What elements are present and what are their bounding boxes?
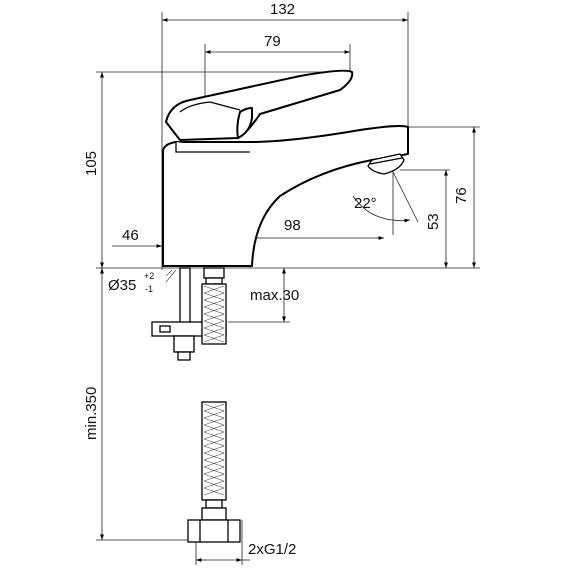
connection-label: 2xG1/2 <box>248 541 296 558</box>
mounting-parts <box>151 267 241 543</box>
nut <box>173 335 195 353</box>
max-thickness-label: max.30 <box>250 287 299 304</box>
hose-braid-pattern <box>203 285 225 496</box>
dimension-labels: 132 79 105 46 98 76 53 22° Ø35 +2 -1 max… <box>83 1 470 558</box>
dim-76-label: 76 <box>453 187 470 204</box>
angle-label: 22° <box>354 195 377 212</box>
min-hose-label: min.350 <box>83 387 100 440</box>
angle-arc <box>352 195 411 223</box>
hole-diameter-label: Ø35 <box>108 277 136 294</box>
hose-lower <box>201 401 227 501</box>
faucet-main-body <box>162 125 409 267</box>
dim-98-label: 98 <box>284 217 301 234</box>
connector-nut <box>187 519 241 543</box>
dim-132-label: 132 <box>270 1 295 18</box>
dim-46-label: 46 <box>122 227 139 244</box>
hole-tol-minus: -1 <box>145 284 153 294</box>
dim-79-label: 79 <box>264 33 281 50</box>
faucet-body <box>162 69 409 267</box>
dim-53-label: 53 <box>425 213 442 230</box>
hole-tol-plus: +2 <box>144 271 154 281</box>
dim-105-label: 105 <box>83 151 100 176</box>
hose-upper <box>201 283 227 345</box>
